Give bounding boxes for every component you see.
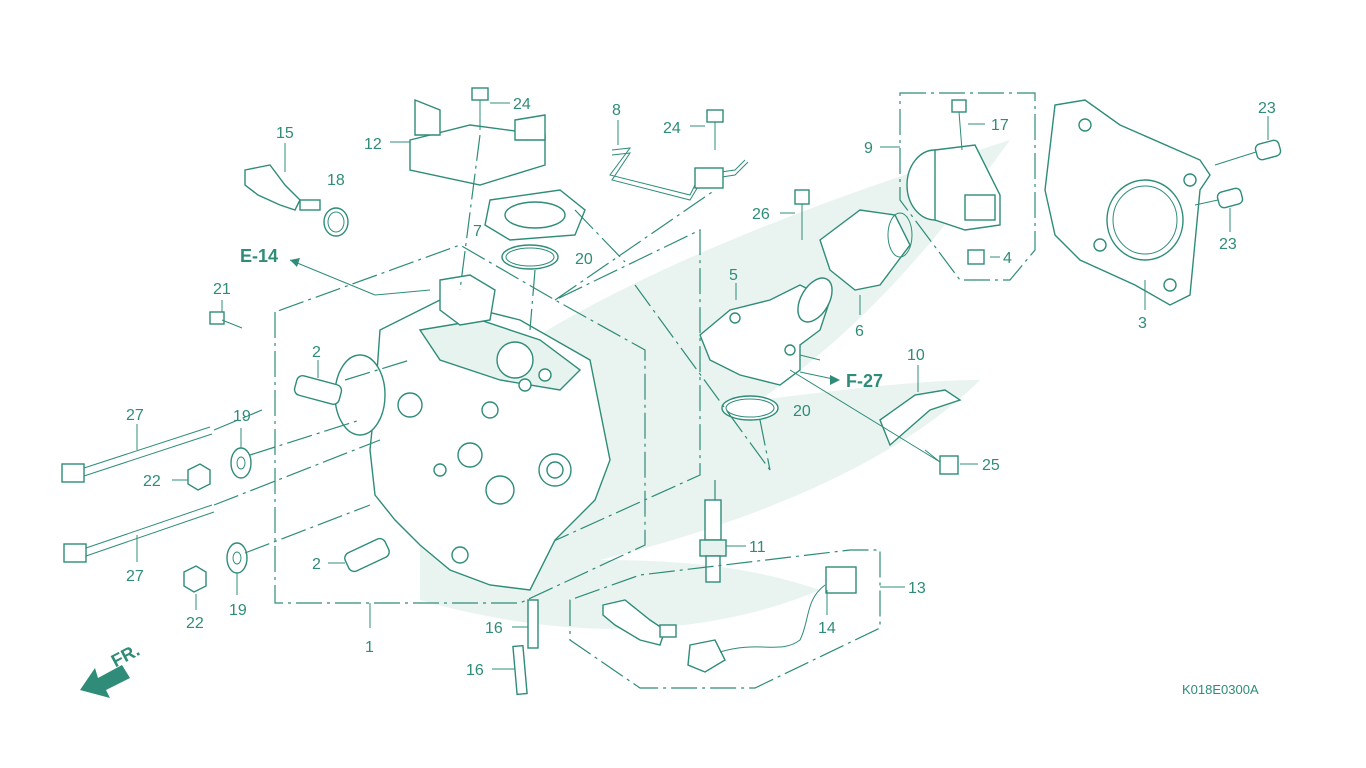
label-19a: 19	[233, 408, 251, 425]
label-7: 7	[473, 223, 482, 240]
part-10-bracket	[879, 365, 962, 447]
label-24a: 24	[513, 96, 531, 113]
cylinder-head	[334, 274, 611, 591]
part-19-washer-b	[226, 542, 248, 595]
label-14: 14	[818, 620, 836, 637]
ref-f27-arrow	[799, 371, 840, 385]
label-9: 9	[864, 140, 873, 157]
part-13-group	[569, 549, 905, 689]
label-13: 13	[908, 580, 926, 597]
part-24-bolt-b	[690, 109, 724, 150]
label-20b: 20	[793, 403, 811, 420]
leader-line-25	[789, 369, 941, 463]
label-2b: 2	[312, 556, 321, 573]
label-19b: 19	[229, 602, 247, 619]
label-2a: 2	[312, 344, 321, 361]
part-16-stud-b	[492, 644, 528, 696]
front-direction-arrow	[80, 665, 130, 698]
label-27b: 27	[126, 568, 144, 585]
label-16b: 16	[466, 662, 484, 679]
front-direction-label: FR.	[108, 640, 143, 671]
part-3-gasket	[1044, 99, 1211, 310]
label-26: 26	[752, 206, 770, 223]
part-22-nut-b	[183, 565, 207, 610]
label-16a: 16	[485, 620, 503, 637]
part-19-washer-a	[230, 428, 252, 479]
diagram-code: K018E0300A	[1182, 682, 1259, 697]
label-1: 1	[365, 639, 374, 656]
label-22b: 22	[186, 615, 204, 632]
ref-e14-arrow	[289, 258, 431, 296]
assembly-outline	[274, 229, 701, 628]
ref-e14: E-14	[240, 246, 278, 266]
part-number-labels: 1 2 2 3 4 5 6 7 8 9 10 11 12 13 14 15 16…	[126, 96, 1276, 679]
label-25: 25	[982, 457, 1000, 474]
label-20a: 20	[575, 251, 593, 268]
label-22a: 22	[143, 473, 161, 490]
part-23-dowel-a	[1214, 116, 1282, 166]
part-6-joint	[819, 209, 913, 315]
part-25-bolt	[924, 449, 978, 475]
part-9-group	[880, 92, 1036, 281]
label-3: 3	[1138, 315, 1147, 332]
label-23a: 23	[1258, 100, 1276, 117]
label-15: 15	[276, 125, 294, 142]
label-23b: 23	[1219, 236, 1237, 253]
label-21: 21	[213, 281, 231, 298]
part-21-bolt	[209, 300, 243, 329]
part-24-bolt-a	[471, 87, 510, 130]
part-5-intake-pipe	[699, 277, 833, 386]
part-15-sensor	[244, 143, 321, 211]
label-5: 5	[729, 267, 738, 284]
label-8: 8	[612, 102, 621, 119]
part-26-bolt	[780, 189, 810, 240]
part-27-bolt-a	[61, 424, 213, 483]
part-8-pipe	[609, 120, 749, 201]
part-2-dowel-a	[293, 360, 343, 405]
label-18: 18	[327, 172, 345, 189]
label-10: 10	[907, 347, 925, 364]
label-4: 4	[1003, 250, 1012, 267]
leader-lines	[213, 134, 771, 640]
part-22-nut-a	[172, 463, 211, 491]
part-16-stud-a	[512, 599, 539, 649]
label-12: 12	[364, 136, 382, 153]
part-11-spark-plug	[699, 499, 746, 583]
part-27-bolt-b	[63, 504, 215, 563]
label-24b: 24	[663, 120, 681, 137]
part-18-ring	[323, 207, 349, 237]
part-7-gasket	[484, 189, 586, 241]
part-20-o-ring-b	[721, 395, 779, 421]
label-17: 17	[991, 117, 1009, 134]
ref-f27: F-27	[846, 371, 883, 391]
label-11: 11	[749, 539, 766, 556]
part-2-dowel-b	[328, 537, 390, 573]
label-27a: 27	[126, 407, 144, 424]
part-20-o-ring-a	[501, 244, 559, 270]
part-23-dowel-b	[1194, 187, 1244, 232]
label-6: 6	[855, 323, 864, 340]
